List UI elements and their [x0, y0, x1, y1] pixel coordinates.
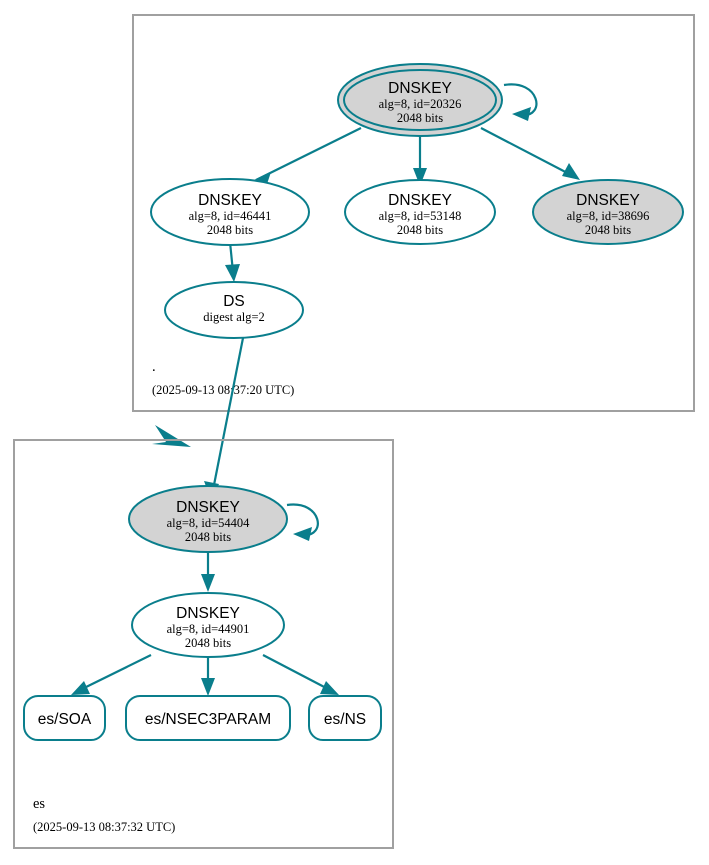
zone-label-root-timestamp: (2025-09-13 08:37:20 UTC) [152, 383, 294, 397]
edge-es-ksk54404-to-es-zsk44901 [201, 552, 215, 592]
zone-cluster-es-border [13, 439, 394, 849]
edge-es-ksk54404-self-sign [286, 503, 319, 541]
node-ds-digest-alg-2[interactable]: DS digest alg=2 [164, 281, 304, 339]
arrowhead-icon [413, 168, 427, 186]
edge-ds-to-es-ksk-delegation [204, 337, 245, 500]
node-params: alg=8, id=46441 [189, 209, 272, 223]
edge-es-zsk44901-to-es-nsec3param [201, 655, 215, 696]
node-params: digest alg=2 [203, 310, 265, 324]
edge-ksk20326-self-sign [503, 83, 538, 121]
node-title: DNSKEY [576, 192, 640, 209]
node-params: alg=8, id=53148 [379, 209, 462, 223]
node-dnskey-44901[interactable]: DNSKEY alg=8, id=44901 2048 bits [131, 592, 285, 658]
node-params: alg=8, id=54404 [167, 516, 251, 530]
node-title: DNSKEY [388, 192, 452, 209]
node-title: DS [223, 293, 245, 310]
node-size: 2048 bits [397, 111, 443, 125]
zone-label-es-name: es [33, 796, 45, 812]
node-rrset-es-soa[interactable]: es/SOA [23, 695, 106, 741]
arrowhead-icon [512, 107, 531, 121]
node-params: alg=8, id=38696 [567, 209, 650, 223]
edge-zsk46441-to-ds [225, 241, 240, 282]
node-size: 2048 bits [397, 223, 443, 237]
arrowhead-icon [201, 574, 215, 592]
zone-label-root-name: . [152, 359, 156, 375]
arrowhead-icon [225, 264, 240, 282]
node-ellipse [131, 592, 285, 658]
node-size: 2048 bits [207, 223, 253, 237]
edge-ksk20326-to-zsk46441 [254, 127, 362, 187]
node-rounded-rect [308, 695, 382, 741]
edge-es-zsk44901-to-es-ns [262, 654, 339, 695]
delegation-arrowhead-icon [152, 425, 191, 447]
node-rounded-rect [125, 695, 291, 741]
arrowhead-icon [293, 527, 312, 541]
arrowhead-icon [562, 163, 580, 180]
arrowhead-icon [320, 681, 339, 695]
node-ellipse [150, 178, 310, 246]
node-size: 2048 bits [585, 223, 631, 237]
arrowhead-icon [71, 681, 90, 695]
zone-label-es-timestamp: (2025-09-13 08:37:32 UTC) [33, 820, 175, 834]
rrset-label: es/SOA [38, 711, 92, 728]
node-rrset-es-ns[interactable]: es/NS [308, 695, 382, 741]
node-title: DNSKEY [198, 192, 262, 209]
node-ellipse [164, 281, 304, 339]
node-size: 2048 bits [185, 530, 231, 544]
node-size: 2048 bits [185, 636, 231, 650]
node-title: DNSKEY [176, 499, 240, 516]
node-title: DNSKEY [388, 80, 452, 97]
node-params: alg=8, id=20326 [379, 97, 462, 111]
node-dnskey-38696[interactable]: DNSKEY alg=8, id=38696 2048 bits [532, 179, 684, 245]
node-params: alg=8, id=44901 [167, 622, 250, 636]
edge-ksk20326-to-zsk53148 [413, 132, 427, 186]
zone-cluster-root-border [132, 14, 695, 412]
rrset-label: es/NSEC3PARAM [145, 711, 271, 728]
edge-ksk20326-to-zsk38696 [480, 127, 580, 180]
node-rounded-rect [23, 695, 106, 741]
node-ellipse [344, 179, 496, 245]
node-dnskey-53148[interactable]: DNSKEY alg=8, id=53148 2048 bits [344, 179, 496, 245]
node-ellipse [532, 179, 684, 245]
node-rrset-es-nsec3param[interactable]: es/NSEC3PARAM [125, 695, 291, 741]
node-dnskey-46441[interactable]: DNSKEY alg=8, id=46441 2048 bits [150, 178, 310, 246]
node-title: DNSKEY [176, 605, 240, 622]
node-inner-ellipse [343, 69, 497, 131]
zone-cluster-es: DNSKEY alg=8, id=54404 2048 bits DNSKEY … [13, 439, 394, 849]
node-ellipse [128, 485, 288, 553]
edge-es-zsk44901-to-es-soa [71, 654, 152, 695]
rrset-label: es/NS [324, 711, 366, 728]
zone-cluster-root: DNSKEY alg=8, id=20326 2048 bits DNSKEY … [132, 14, 695, 412]
arrowhead-icon [201, 678, 215, 696]
node-dnskey-54404[interactable]: DNSKEY alg=8, id=54404 2048 bits [128, 485, 288, 553]
node-dnskey-20326[interactable]: DNSKEY alg=8, id=20326 2048 bits [337, 63, 503, 137]
